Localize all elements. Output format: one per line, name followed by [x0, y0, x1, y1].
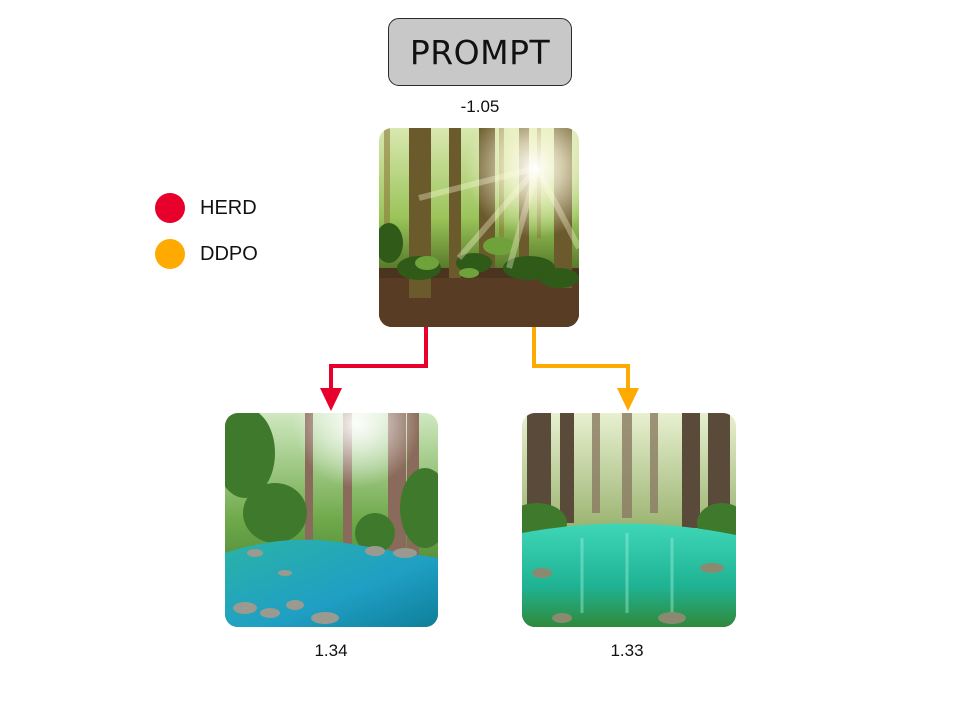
ddpo-arrowhead-icon [617, 388, 639, 411]
herd-arrowhead-icon [320, 388, 342, 411]
herd-dot-icon [155, 193, 185, 223]
root-score: -1.05 [460, 97, 500, 116]
root-forest-image [379, 128, 579, 327]
legend-label-ddpo: DDPO [200, 242, 258, 265]
legend-item-ddpo: DDPO [155, 239, 258, 269]
ddpo-dot-icon [155, 239, 185, 269]
prompt-box: PROMPT [388, 18, 572, 86]
herd-forest-stream-image [225, 413, 438, 627]
herd-score: 1.34 [314, 641, 348, 660]
ddpo-redwood-pool-image [522, 413, 736, 627]
legend-label-herd: HERD [200, 196, 257, 219]
ddpo-score: 1.33 [610, 641, 644, 660]
ddpo-arrow [532, 327, 630, 392]
legend-item-herd: HERD [155, 193, 257, 223]
herd-arrow [329, 327, 428, 392]
